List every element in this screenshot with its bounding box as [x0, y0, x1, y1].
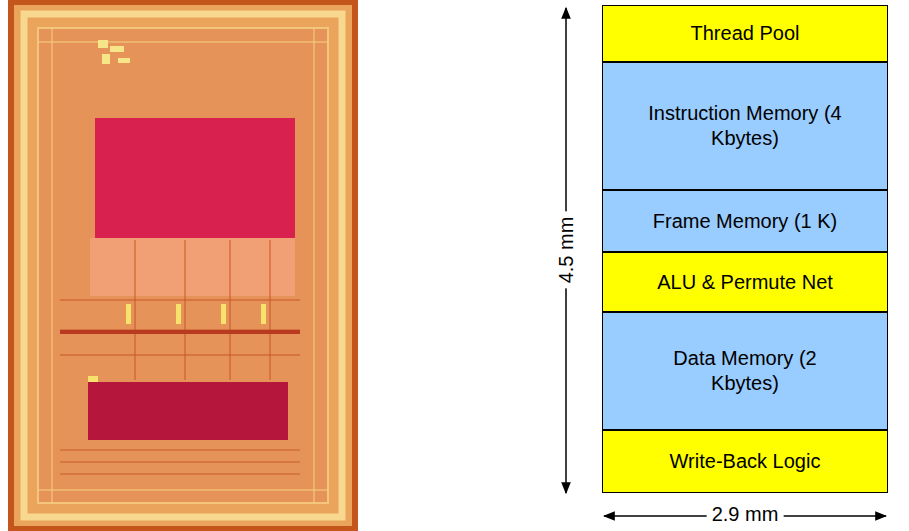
memory-block: Data Memory (2 Kbytes)	[602, 312, 888, 430]
logic-block: Thread Pool	[602, 5, 888, 62]
frame-memory-block	[90, 238, 295, 296]
dimension-label: 4.5 mm	[554, 212, 578, 289]
control-logic	[98, 40, 130, 64]
dimension-label: 2.9 mm	[707, 502, 784, 526]
memory-block: Frame Memory (1 K)	[602, 190, 888, 252]
block-label: Thread Pool	[691, 21, 800, 46]
die-border	[8, 0, 358, 531]
block-label: ALU & Permute Net	[657, 270, 833, 295]
alu-cells	[88, 304, 266, 384]
block-label: Instruction Memory (4 Kbytes)	[638, 101, 853, 151]
memory-block: Instruction Memory (4 Kbytes)	[602, 62, 888, 190]
block-label: Frame Memory (1 K)	[653, 209, 837, 234]
io-wires	[38, 28, 328, 503]
pad-ring	[24, 14, 342, 517]
bus-line	[60, 330, 300, 334]
die-body	[14, 5, 352, 526]
data-memory-block	[88, 382, 288, 440]
datapath-lines	[60, 240, 300, 380]
core-area	[38, 28, 328, 503]
instruction-memory-block	[95, 118, 295, 238]
logic-block: ALU & Permute Net	[602, 252, 888, 312]
write-back-lines	[60, 450, 300, 474]
block-label: Write-Back Logic	[670, 449, 821, 474]
logic-block: Write-Back Logic	[602, 430, 888, 493]
block-label: Data Memory (2 Kbytes)	[638, 346, 853, 396]
